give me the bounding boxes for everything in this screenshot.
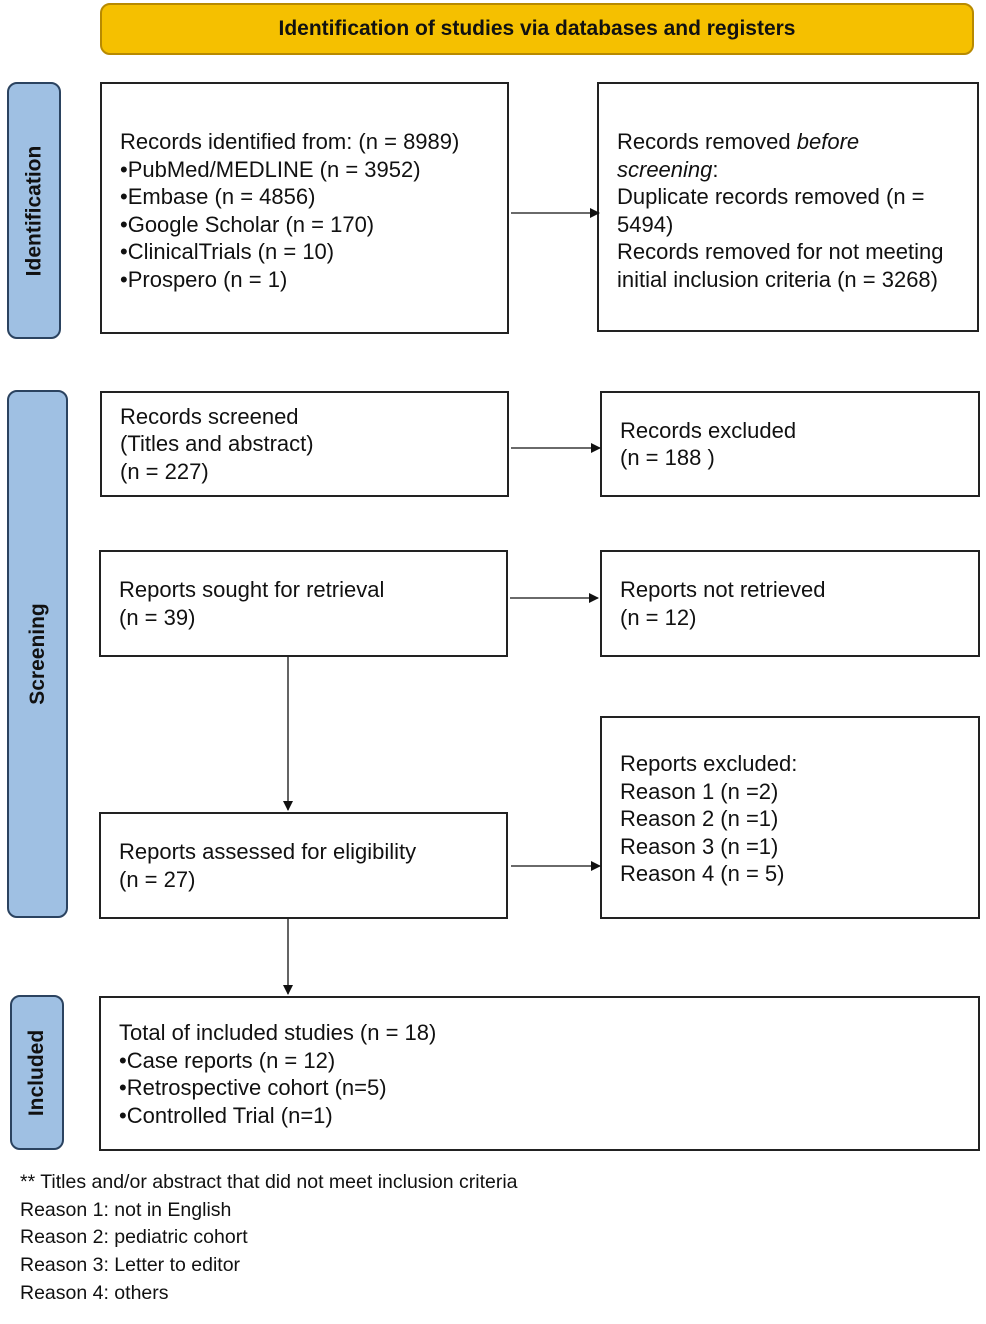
sought-line-2: (n = 39) — [119, 604, 196, 630]
removed-line-6: initial inclusion criteria (n = 3268) — [617, 266, 938, 292]
records-screened-box: Records screened (Titles and abstract) (… — [100, 391, 509, 497]
source-item: •Embase (n = 4856) — [120, 184, 316, 209]
screened-line-3: (n = 227) — [120, 458, 209, 484]
removed-line-1: Records removed before — [617, 129, 860, 154]
not-retrieved-line-1: Reports not retrieved — [620, 577, 826, 602]
source-item: •Google Scholar (n = 170) — [120, 211, 375, 237]
assessed-line-2: (n = 27) — [119, 866, 196, 892]
excluded-records-line-1: Records excluded — [620, 417, 797, 443]
phase-screening: Screening — [7, 390, 68, 918]
footnote-line: Reason 1: not in English — [20, 1199, 232, 1221]
reports-not-retrieved-box: Reports not retrieved (n = 12) — [600, 550, 980, 657]
records-removed-box: Records removed before screening: Duplic… — [597, 82, 979, 332]
records-identified-title: Records identified from: (n = 8989) — [120, 129, 460, 154]
reason-item: Reason 2 (n =1) — [620, 806, 779, 831]
not-retrieved-line-2: (n = 12) — [620, 604, 697, 630]
footnote-line: ** Titles and/or abstract that did not m… — [20, 1171, 518, 1193]
header-title: Identification of studies via databases … — [278, 17, 796, 40]
footnote-line: Reason 4: others — [20, 1282, 169, 1304]
removed-line-5: Records removed for not meeting — [617, 239, 944, 264]
reports-excluded-title: Reports excluded: — [620, 751, 798, 776]
included-studies-box: Total of included studies (n = 18) •Case… — [99, 996, 980, 1151]
sought-line-1: Reports sought for retrieval — [119, 577, 385, 602]
records-excluded-box: Records excluded (n = 188 ) — [600, 391, 980, 497]
included-item: •Retrospective cohort (n=5) — [119, 1075, 387, 1100]
included-item: •Case reports (n = 12) — [119, 1047, 336, 1073]
source-item: •Prospero (n = 1) — [120, 266, 288, 292]
included-item: •Controlled Trial (n=1) — [119, 1102, 333, 1128]
screened-line-1: Records screened — [120, 403, 299, 429]
reason-item: Reason 1 (n =2) — [620, 778, 779, 804]
source-item: •PubMed/MEDLINE (n = 3952) — [120, 156, 421, 182]
header-banner: Identification of studies via databases … — [100, 3, 974, 55]
footnote-line: Reason 3: Letter to editor — [20, 1254, 241, 1276]
removed-line-4: 5494) — [617, 211, 674, 237]
source-item: •ClinicalTrials (n = 10) — [120, 239, 335, 264]
excluded-records-line-2: (n = 188 ) — [620, 445, 715, 470]
reports-excluded-box: Reports excluded: Reason 1 (n =2) Reason… — [600, 716, 980, 919]
records-identified-box: Records identified from: (n = 8989) •Pub… — [100, 82, 509, 334]
screened-line-2: (Titles and abstract) — [120, 431, 314, 457]
reports-assessed-box: Reports assessed for eligibility (n = 27… — [99, 812, 508, 919]
phase-included: Included — [10, 995, 64, 1150]
removed-line-2: screening: — [617, 156, 719, 182]
reason-item: Reason 3 (n =1) — [620, 833, 779, 859]
assessed-line-1: Reports assessed for eligibility — [119, 839, 417, 864]
reports-sought-box: Reports sought for retrieval (n = 39) — [99, 550, 508, 657]
removed-line-3: Duplicate records removed (n = — [617, 184, 925, 209]
phase-identification: Identification — [7, 82, 61, 339]
reason-item: Reason 4 (n = 5) — [620, 861, 785, 886]
footnote-line: Reason 2: pediatric cohort — [20, 1226, 248, 1248]
included-title: Total of included studies (n = 18) — [119, 1020, 437, 1045]
